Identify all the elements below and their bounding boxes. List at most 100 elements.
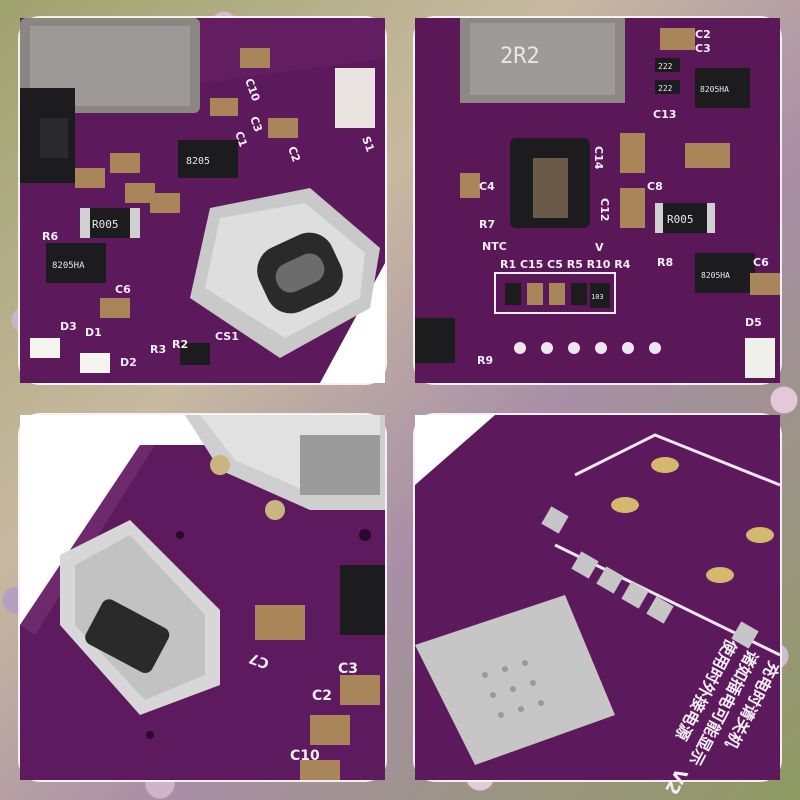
silk-label: C14 [592,146,605,170]
pin-holes [514,342,661,354]
slide-switch [60,520,220,715]
resistor-marking: 222 [658,62,673,71]
capacitor [685,143,730,168]
via [359,529,371,541]
led [30,338,60,358]
capacitor [527,283,543,305]
silk-label: C3 [338,661,358,677]
resistor-marking: 103 [591,293,604,301]
silk-label: R6 [42,230,58,243]
pcb-closeup-usb-c: 8205 8205HA R005 C10 C3 C1 C [20,18,385,383]
photo-panel-top-right: 2R2 8205HA 8205HA R005 222 222 103 [415,18,780,383]
jst-connector [335,68,375,128]
usb-c-port [185,415,385,510]
silk-label: R8 [657,256,673,269]
ic-marking: 8205HA [700,85,729,94]
ic-chip [695,253,755,293]
ic-chip [180,343,210,365]
battery-pad [651,457,679,473]
capacitor [660,28,695,50]
silk-label: CS1 [215,330,239,343]
ic-chip [178,140,238,178]
capacitor [620,188,645,228]
resistor [505,283,521,305]
battery-pad [746,527,774,543]
photo-panel-bottom-right: 充电时请关机 诸如插电可能显示 使用时外接电源 V2 [415,415,783,798]
capacitor [549,283,565,305]
silk-label: C7 [247,649,271,671]
capacitor [150,193,180,213]
led [80,353,110,373]
capacitor [240,48,270,68]
silk-label: C13 [653,108,676,121]
capacitor [310,715,350,745]
inductor-marking: 2R2 [500,44,540,69]
silk-label: C12 [598,198,611,221]
component-group-outline [494,272,616,314]
silk-label: S1 [359,135,377,154]
silk-label: R1 C15 C5 R5 R10 R4 [500,258,631,271]
thermal-pad [415,595,615,765]
capacitor [460,173,480,198]
pcb-closeup-controller: 2R2 8205HA 8205HA R005 222 222 103 [415,18,780,383]
resistor [655,58,680,72]
silk-label: C10 [290,748,320,764]
capacitor [100,298,130,318]
silk-label: C1 [232,130,250,149]
ic-chip [415,318,455,363]
silk-label: R9 [477,354,493,367]
photo-panel-top-left: 8205 8205HA R005 C10 C3 C1 C [20,18,385,383]
capacitor [110,153,140,173]
ic-marking: 8205HA [701,271,730,280]
resistor [655,80,680,94]
resistor [590,283,610,308]
ic-marking: 8205HA [52,261,85,271]
silk-label: C6 [115,283,131,296]
capacitor [75,168,105,188]
ic-chip [46,243,106,283]
ic-marking: 8205 [186,156,210,167]
silk-label: C4 [479,180,495,193]
battery-pad [611,497,639,513]
battery-pad [706,567,734,583]
capacitor [300,760,340,780]
pcb-closeup-backside: 充电时请关机 诸如插电可能显示 使用时外接电源 V2 [415,415,783,798]
capacitor [210,98,238,116]
thermal-vias [482,660,544,718]
silk-label: C3 [247,115,265,134]
resistor [571,283,587,305]
switch-knob [85,599,170,674]
capacitor [268,118,298,138]
resistor-marking: 222 [658,84,673,93]
silk-label: C6 [753,256,769,269]
silk-label: C8 [647,180,663,193]
pcb-closeup-switch: C7 C2 C3 C10 [20,415,385,780]
smd-pads [541,506,759,649]
silk-label: D5 [745,316,762,329]
silk-label: D2 [120,356,137,369]
resistor [655,203,715,233]
solder-pad [265,500,285,520]
usb-c-port [190,188,380,358]
resistor-marking: R005 [92,218,119,231]
silk-label: D3 [60,320,77,333]
capacitor [620,133,645,173]
silk-label: C2 [695,28,711,41]
silk-label: R7 [479,218,495,231]
capacitor [340,675,380,705]
silk-label: NTC [482,240,507,253]
led [745,338,775,378]
silk-label: R2 [172,338,188,351]
solder-pad [210,455,230,475]
capacitor [125,183,155,203]
resistor-marking: R005 [667,213,694,226]
via [176,531,184,539]
via [146,731,154,739]
photo-panel-bottom-left: C7 C2 C3 C10 [20,415,385,780]
capacitor [255,605,305,640]
capacitor [750,273,780,295]
ic-chip [340,565,385,635]
silk-label: C2 [285,145,303,164]
silk-label: R3 [150,343,166,356]
silk-label: D1 [85,326,102,339]
